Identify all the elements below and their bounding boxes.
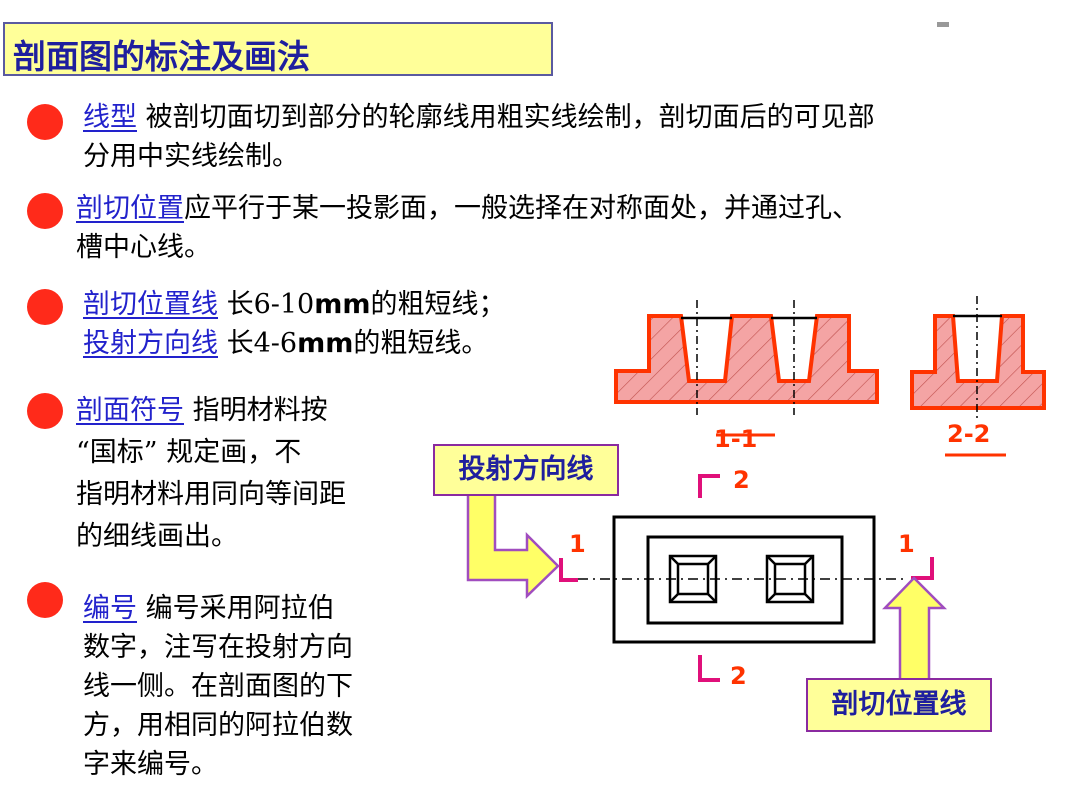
item-section-symbol-line4: 的细线画出。 bbox=[76, 521, 238, 552]
item-cut-line-unit: mm bbox=[314, 289, 371, 320]
bullet-dot-5 bbox=[27, 582, 63, 618]
callout-projection-line: 投射方向线 bbox=[433, 444, 619, 496]
item-section-symbol: 剖面符号 指明材料按 “国标” 规定画，不 指明材料用同向等间距 的细线画出。 bbox=[76, 390, 346, 558]
item-cut-line: 剖切位置线 长6-10mm的粗短线； 投射方向线 长4-6mm的粗短线。 bbox=[83, 285, 506, 363]
callout-cut-position-line: 剖切位置线 bbox=[806, 678, 992, 732]
label-1-1: 1-1 bbox=[714, 425, 758, 453]
term-section-symbol: 剖面符号 bbox=[76, 395, 184, 426]
item-linetype-text: 被剖切面切到部分的轮廓线用粗实线绘制，剖切面后的可见部 bbox=[137, 102, 875, 133]
section-2-2-shape bbox=[910, 314, 1046, 410]
item-numbering-line1: 编号采用阿拉伯 bbox=[137, 593, 335, 624]
title-box: 剖面图的标注及画法 bbox=[3, 22, 553, 76]
bullet-dot-3 bbox=[27, 289, 63, 325]
cut-marker-1-right bbox=[911, 557, 934, 580]
section-1-1-shape bbox=[614, 314, 879, 404]
label-2-2: 2-2 bbox=[947, 420, 991, 448]
item-cut-line-text-b: 的粗短线； bbox=[370, 289, 506, 320]
item-proj-line-unit: mm bbox=[297, 328, 354, 359]
item-proj-line-text-a: 长4-6 bbox=[218, 328, 298, 359]
bullet-dot-1 bbox=[27, 104, 63, 140]
number-2-bottom: 2 bbox=[730, 662, 747, 690]
bullet-dot-4 bbox=[27, 393, 63, 429]
plan-inner-rect bbox=[646, 535, 844, 625]
projection-arrow bbox=[466, 492, 560, 599]
item-linetype: 线型 被剖切面切到部分的轮廓线用粗实线绘制，剖切面后的可见部 分用中实线绘制。 bbox=[83, 98, 875, 176]
item-numbering-line5: 字来编号。 bbox=[83, 749, 218, 780]
item-cut-position: 剖切位置应平行于某一投影面，一般选择在对称面处，并通过孔、 槽中心线。 bbox=[76, 189, 859, 267]
item-cut-position-text2: 槽中心线。 bbox=[76, 232, 211, 263]
cut-position-arrow bbox=[882, 576, 948, 682]
item-numbering-line4: 方，用相同的阿拉伯数 bbox=[83, 710, 353, 741]
term-cut-line: 剖切位置线 bbox=[83, 289, 218, 320]
item-numbering-line3: 线一侧。在剖面图的下 bbox=[83, 671, 353, 702]
item-cut-line-text-a: 长6-10 bbox=[218, 289, 315, 320]
bullet-dot-2 bbox=[27, 193, 63, 229]
term-projection-line: 投射方向线 bbox=[83, 328, 218, 359]
item-numbering-line2: 数字，注写在投射方向 bbox=[83, 632, 353, 663]
term-numbering: 编号 bbox=[83, 593, 137, 624]
page-title: 剖面图的标注及画法 bbox=[13, 37, 310, 76]
item-linetype-text2: 分用中实线绘制。 bbox=[83, 141, 299, 172]
item-proj-line-text-b: 的粗短线。 bbox=[353, 328, 489, 359]
number-2-top: 2 bbox=[733, 466, 750, 494]
cut-marker-2-top bbox=[698, 474, 720, 498]
item-numbering: 编号 编号采用阿拉伯 数字，注写在投射方向 线一侧。在剖面图的下 方，用相同的阿… bbox=[83, 589, 353, 784]
item-section-symbol-line1: 指明材料按 bbox=[184, 395, 328, 426]
term-cut-position: 剖切位置 bbox=[76, 193, 184, 224]
number-1-left: 1 bbox=[569, 530, 586, 558]
number-1-right: 1 bbox=[898, 530, 915, 558]
cut-marker-2-bottom bbox=[698, 655, 720, 682]
small-mark bbox=[937, 22, 949, 27]
item-cut-position-text: 应平行于某一投影面，一般选择在对称面处，并通过孔、 bbox=[184, 193, 859, 224]
cut-marker-1-left bbox=[559, 558, 578, 582]
term-linetype: 线型 bbox=[83, 102, 137, 133]
item-section-symbol-line2: “国标” 规定画，不 bbox=[76, 437, 302, 468]
item-section-symbol-line3: 指明材料用同向等间距 bbox=[76, 479, 346, 510]
